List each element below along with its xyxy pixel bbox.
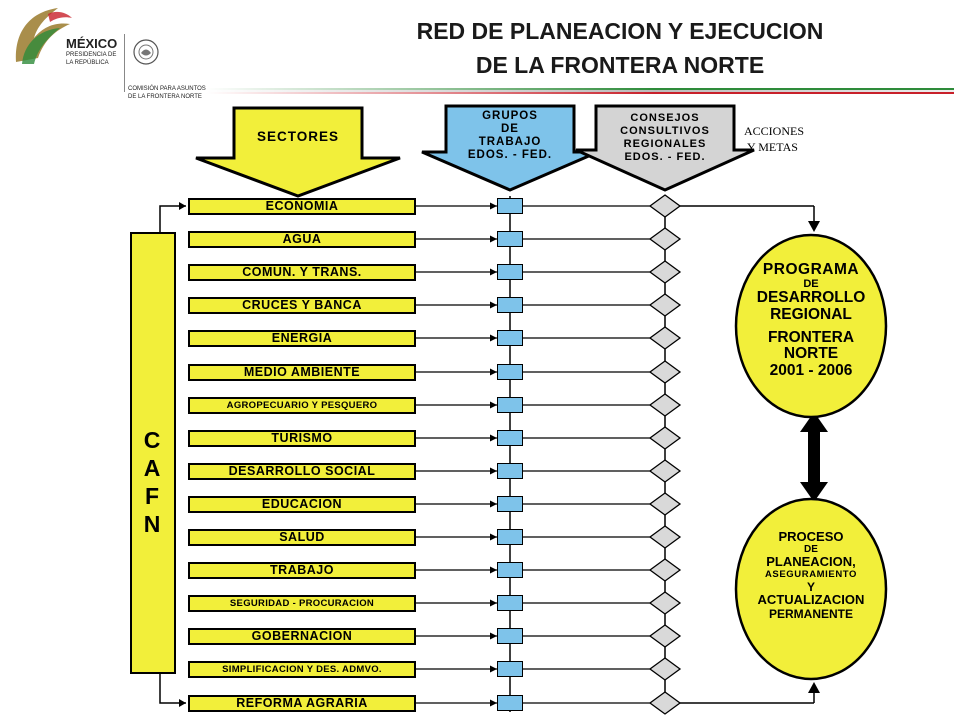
cafn-letter: A [143, 455, 163, 481]
arrow-head [490, 599, 497, 607]
grupo-node [497, 595, 523, 611]
grupo-node [497, 430, 523, 446]
commission-line1: COMISIÓN PARA ASUNTOS [128, 86, 206, 92]
consejo-diamond [648, 426, 682, 450]
consejo-diamond [648, 691, 682, 715]
sector-box: MEDIO AMBIENTE [188, 364, 416, 381]
grupo-node [497, 562, 523, 578]
logo-divider [124, 34, 125, 92]
sector-box: TURISMO [188, 430, 416, 447]
logo-country: MÉXICO [66, 36, 118, 51]
grupo-node [497, 364, 523, 380]
commission-line2: DE LA FRONTERA NORTE [128, 94, 202, 100]
consejo-diamond [648, 624, 682, 648]
sector-box: AGUA [188, 231, 416, 248]
arrow-head [490, 566, 497, 574]
arrow-head [490, 632, 497, 640]
consejo-diamond [648, 591, 682, 615]
programa-text: PROGRAMA DE DESARROLLO REGIONAL FRONTERA… [756, 261, 866, 380]
grupo-node [497, 198, 523, 214]
arrow-head [490, 202, 497, 210]
sector-box: AGROPECUARIO Y PESQUERO [188, 397, 416, 414]
sector-box: CRUCES Y BANCA [188, 297, 416, 314]
sector-box: REFORMA AGRARIA [188, 695, 416, 712]
arrow-head [490, 301, 497, 309]
page-title-line2: DE LA FRONTERA NORTE [475, 52, 765, 78]
cafn-letter: F [144, 483, 162, 509]
consejo-diamond [648, 525, 682, 549]
arrow-head [490, 500, 497, 508]
grupo-node [497, 397, 523, 413]
arrow-head [490, 235, 497, 243]
consejo-diamond [648, 393, 682, 417]
logo-line2: LA REPÚBLICA [66, 60, 109, 66]
grupo-node [497, 496, 523, 512]
arrow-head [490, 699, 497, 707]
sector-box: SEGURIDAD - PROCURACION [188, 595, 416, 612]
grupo-node [497, 231, 523, 247]
consejo-diamond [648, 558, 682, 582]
grupo-node [497, 463, 523, 479]
consejo-diamond [648, 227, 682, 251]
consejo-diamond [648, 360, 682, 384]
sector-box: EDUCACION [188, 496, 416, 513]
sector-box: GOBERNACION [188, 628, 416, 645]
grupo-node [497, 661, 523, 677]
arrow-head [490, 665, 497, 673]
sector-box: SALUD [188, 529, 416, 546]
sectores-label: SECTORES [256, 129, 340, 144]
acciones-label: ACCIONES Y METAS [744, 124, 805, 154]
proceso-text: PROCESO DE PLANEACION, ASEGURAMIENTO Y A… [757, 529, 865, 622]
grupo-node [497, 529, 523, 545]
consejo-diamond [648, 657, 682, 681]
national-seal-icon [133, 39, 159, 65]
sector-box: TRABAJO [188, 562, 416, 579]
grupos-arrow [421, 104, 599, 192]
consejo-diamond [648, 459, 682, 483]
grupo-node [497, 297, 523, 313]
cafn-box: C A F N [130, 232, 176, 674]
tricolor-rule [206, 88, 954, 94]
arrow-head [490, 268, 497, 276]
consejo-diamond [648, 260, 682, 284]
eagle-emblem-icon [15, 8, 72, 64]
sectores-arrow [195, 106, 401, 198]
consejo-diamond [648, 194, 682, 218]
logo: MÉXICO PRESIDENCIA DE LA REPÚBLICA COMIS… [8, 4, 218, 104]
arrow-head [490, 434, 497, 442]
grupo-node [497, 695, 523, 711]
sector-box: SIMPLIFICACION Y DES. ADMVO. [188, 661, 416, 678]
sector-box: ENERGIA [188, 330, 416, 347]
arrow-head [490, 467, 497, 475]
grupo-node [497, 264, 523, 280]
programa-ellipse [734, 233, 888, 419]
logo-line1: PRESIDENCIA DE [66, 52, 117, 58]
grupos-label: GRUPOS DE TRABAJO EDOS. - FED. [467, 110, 553, 161]
arrow-head [490, 533, 497, 541]
arrow-head [490, 368, 497, 376]
arrow-head [490, 334, 497, 342]
consejos-label: CONSEJOS CONSULTIVOS REGIONALES EDOS. - … [620, 112, 710, 163]
grupo-node [497, 330, 523, 346]
sector-box: COMUN. Y TRANS. [188, 264, 416, 281]
consejo-diamond [648, 326, 682, 350]
arrow-head [490, 401, 497, 409]
page-title-line1: RED DE PLANEACION Y EJECUCION [416, 18, 824, 44]
proceso-ellipse [734, 497, 888, 681]
sector-box: ECONOMIA [188, 198, 416, 215]
sector-box: DESARROLLO SOCIAL [188, 463, 416, 480]
consejo-diamond [648, 293, 682, 317]
cafn-letter: N [143, 511, 163, 537]
cafn-letter: C [143, 427, 163, 453]
consejos-arrow [575, 104, 755, 192]
consejo-diamond [648, 492, 682, 516]
grupo-node [497, 628, 523, 644]
